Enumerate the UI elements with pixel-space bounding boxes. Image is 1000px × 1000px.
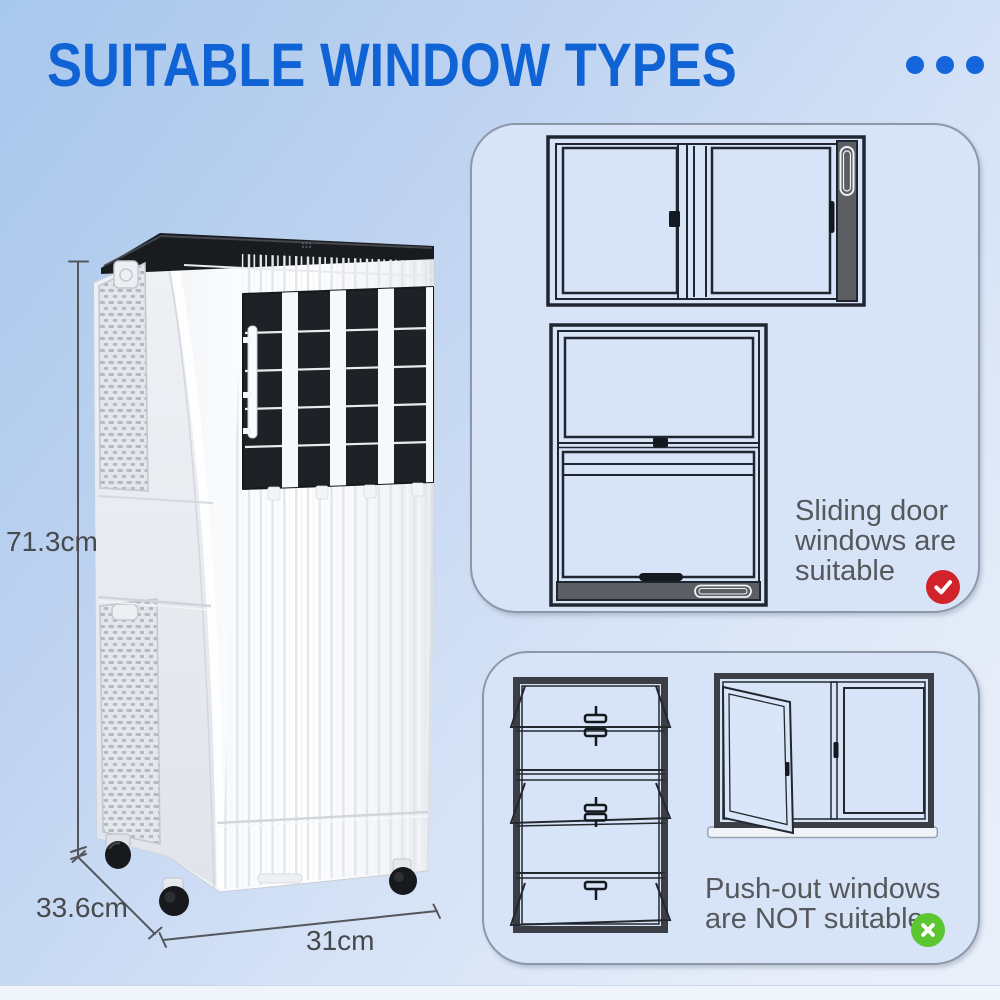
side-seam-line bbox=[97, 495, 214, 504]
caption-line: windows are bbox=[795, 525, 957, 557]
window-handle bbox=[785, 762, 790, 776]
caption-line: suitable bbox=[795, 555, 895, 587]
caption-line: Sliding door bbox=[795, 495, 949, 527]
cross-icon bbox=[911, 913, 945, 947]
awning-window-illustration bbox=[509, 677, 672, 933]
dot-icon bbox=[936, 56, 954, 74]
caster-wheels bbox=[105, 833, 417, 916]
side-grille-lower bbox=[99, 598, 161, 845]
height-dimension-label: 71.3cm bbox=[6, 526, 98, 557]
front-vent bbox=[242, 286, 434, 501]
window-sill bbox=[707, 826, 939, 839]
window-handle bbox=[829, 201, 835, 233]
window-seal-strip bbox=[836, 140, 858, 302]
window-handle bbox=[833, 742, 839, 758]
menu-dots-icon bbox=[906, 56, 984, 74]
side-grille-upper bbox=[98, 260, 149, 492]
width-dimension-label: 31cm bbox=[306, 925, 375, 956]
casement-window-illustration bbox=[707, 673, 939, 839]
window-seal-strip bbox=[556, 581, 761, 601]
open-pane bbox=[721, 685, 795, 835]
dot-icon bbox=[966, 56, 984, 74]
vertical-sliding-window-illustration bbox=[549, 323, 768, 607]
page-title: SUITABLE WINDOW TYPES bbox=[47, 31, 737, 99]
not-suitable-caption: Push-out windows are NOT suitable bbox=[705, 874, 940, 934]
vent-rod bbox=[247, 325, 258, 439]
window-latches bbox=[583, 706, 608, 900]
check-icon bbox=[926, 570, 960, 604]
air-conditioner-illustration bbox=[68, 233, 441, 948]
dimension-lines bbox=[68, 260, 441, 948]
depth-dimension-label: 33.6cm bbox=[36, 892, 128, 923]
horizontal-sliding-window-illustration bbox=[546, 135, 866, 307]
bottom-light-strip bbox=[0, 985, 1000, 1000]
dot-icon bbox=[906, 56, 924, 74]
window-handle bbox=[669, 211, 680, 227]
caption-line: are NOT suitable bbox=[705, 903, 924, 935]
window-handle bbox=[639, 573, 683, 581]
ac-top-panel bbox=[101, 233, 434, 274]
front-seam-line bbox=[216, 810, 429, 825]
suitable-caption: Sliding door windows are suitable bbox=[795, 496, 956, 586]
side-seam-line bbox=[97, 595, 212, 608]
window-lock bbox=[653, 438, 668, 447]
caption-line: Push-out windows bbox=[705, 873, 941, 905]
